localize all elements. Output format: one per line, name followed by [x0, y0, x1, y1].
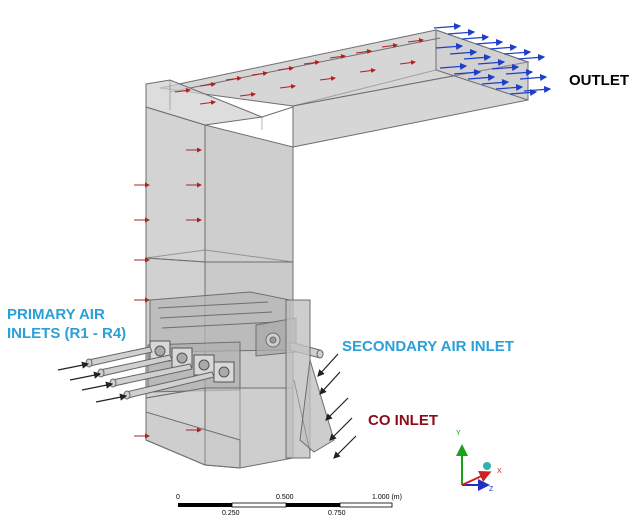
- triad-y-label: Y: [456, 430, 461, 437]
- triad-origin: [483, 462, 491, 470]
- wall-velocity-vectors: [134, 38, 424, 439]
- scale-tick-0: 0: [176, 494, 180, 501]
- burner-modules: [149, 340, 235, 383]
- triad-z-label: Z: [489, 486, 494, 493]
- triad-x-label: X: [497, 468, 502, 475]
- secondary-air-label: SECONDARY AIR INLET: [342, 338, 514, 355]
- outlet-label: OUTLET: [569, 72, 629, 89]
- co-inlet-label: CO INLET: [368, 412, 438, 429]
- co-inlet-arrows: [317, 353, 357, 459]
- scale-bar: [178, 502, 393, 508]
- scale-tick-750: 0.750: [328, 510, 346, 517]
- vertical-chamber: [145, 79, 294, 263]
- outlet-velocity-vectors: [433, 22, 552, 97]
- scale-tick-500: 0.500: [276, 494, 294, 501]
- co-inlet-funnel: [285, 299, 335, 459]
- axis-triad: [456, 444, 492, 491]
- lower-base: [145, 387, 294, 469]
- primary-air-label-line2: INLETS (R1 - R4): [7, 325, 127, 342]
- primary-air-inlet-arrows: [57, 361, 128, 403]
- primary-air-label-line1: PRIMARY AIR: [7, 306, 105, 323]
- scale-tick-1000: 1.000 (m): [372, 494, 402, 501]
- scale-tick-250: 0.250: [222, 510, 240, 517]
- primary-air-pipes: [85, 346, 215, 400]
- triad-x-axis: [461, 471, 492, 486]
